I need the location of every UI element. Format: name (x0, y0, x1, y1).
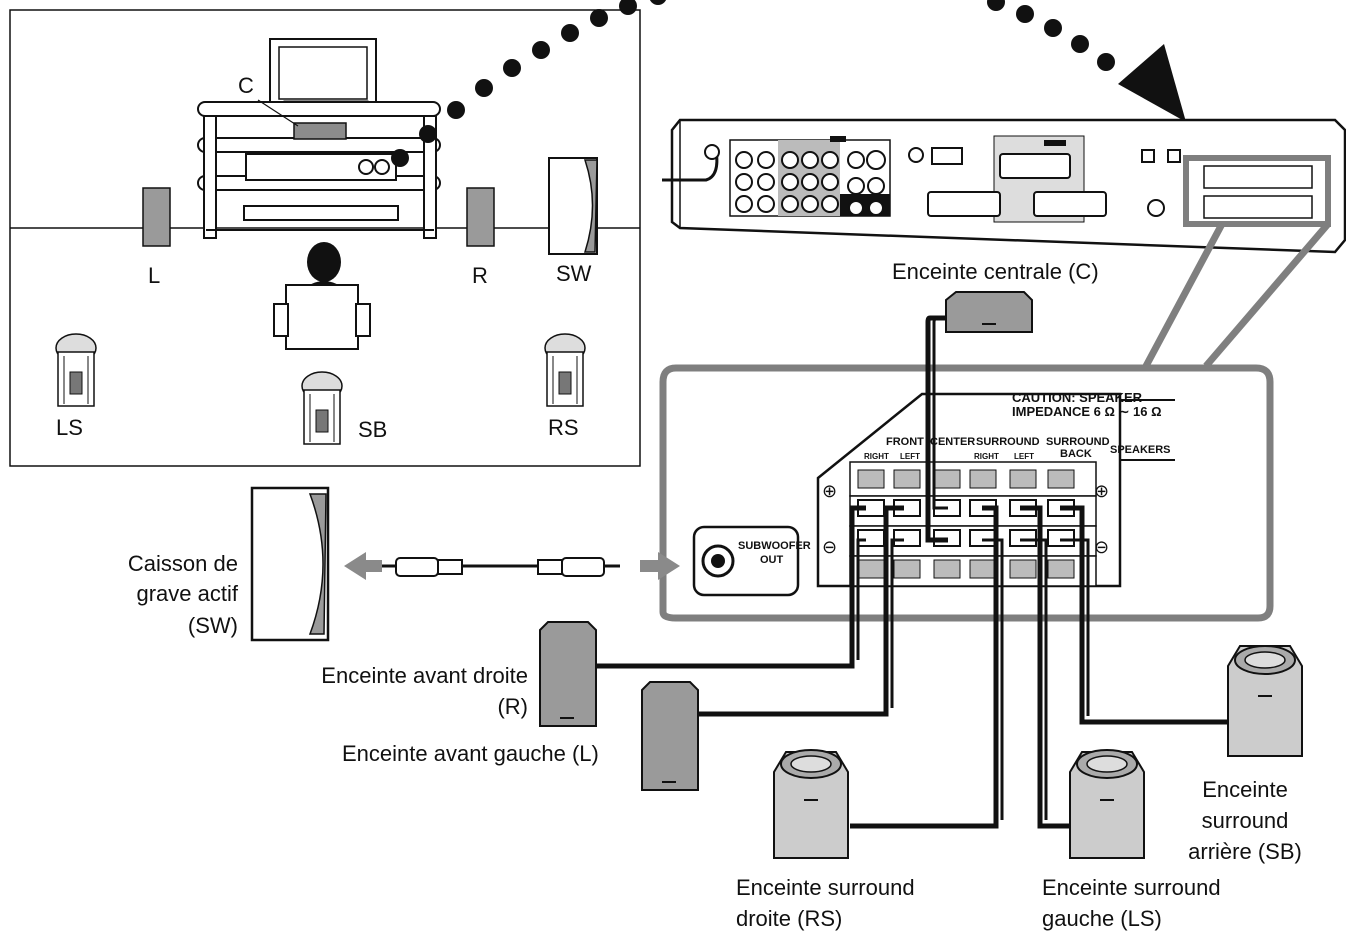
room-label-l: L (148, 263, 161, 288)
speaker-terminal-panel (692, 392, 1175, 597)
plus-icon-right: ⊕ (1094, 481, 1110, 501)
room-label-rs: RS (548, 415, 579, 440)
front-right-speaker (539, 621, 597, 727)
zoom-connector (659, 221, 1331, 622)
surround-back-speaker (1227, 645, 1303, 757)
tv-rack-icon (197, 101, 441, 239)
room-label-ls: LS (56, 415, 83, 440)
minus-icon: ⊖ (822, 537, 838, 557)
label-subwoofer-out-2: OUT (760, 554, 784, 566)
label-surround-right-1: Enceinte surround (736, 875, 915, 900)
label-surround-left-1: Enceinte surround (1042, 875, 1221, 900)
center-speaker-icon (293, 122, 347, 140)
label-front-right-2: (R) (497, 694, 528, 719)
label-surround-left-2: gauche (LS) (1042, 906, 1162, 931)
label-speakers: SPEAKERS (1110, 444, 1171, 456)
label-subwoofer-out-1: SUBWOOFER (738, 540, 811, 552)
label-surround-back-3: arrière (SB) (1188, 839, 1302, 864)
label-front: FRONT (886, 436, 924, 448)
label-subwoofer-1: Caisson de (127, 551, 238, 576)
label-surround-right-2: droite (RS) (736, 906, 843, 931)
subwoofer-cable (344, 552, 680, 580)
minus-icon-right: ⊖ (1094, 537, 1110, 557)
front-left-speaker (641, 681, 699, 791)
label-surround-back-1: Enceinte (1202, 777, 1288, 802)
label-front-left: LEFT (900, 452, 920, 461)
label-surround-back-2: BACK (1060, 448, 1092, 460)
label-surround-back-1: SURROUND (1046, 436, 1110, 448)
surround-left-speaker (1069, 749, 1145, 859)
room-label-r: R (472, 263, 488, 288)
subwoofer-speaker (250, 486, 330, 642)
label-front-left: Enceinte avant gauche (L) (342, 741, 599, 766)
front-left-speaker-icon (142, 187, 171, 247)
label-subwoofer-3: (SW) (187, 613, 238, 638)
caution-line-2: IMPEDANCE 6 Ω ∼ 16 Ω (1012, 404, 1162, 419)
label-front-right-1: Enceinte avant droite (321, 663, 528, 688)
room-label-sw: SW (556, 261, 592, 286)
room-layout-illustration (9, 9, 641, 467)
caution-line-1: CAUTION: SPEAKER (1012, 390, 1143, 405)
label-front-right: RIGHT (864, 452, 889, 461)
dotted-path-arrow (391, 0, 1186, 167)
subwoofer-icon (548, 157, 598, 255)
label-surround: SURROUND (976, 436, 1040, 448)
room-label-c: C (238, 73, 254, 98)
label-center: CENTER (930, 436, 976, 448)
surround-right-speaker-icon (544, 333, 586, 407)
center-speaker (945, 291, 1033, 333)
tv-icon (269, 38, 377, 108)
label-surround-back-2: surround (1201, 808, 1289, 833)
front-right-speaker-icon (466, 187, 495, 247)
room-label-sb: SB (358, 417, 388, 442)
surround-right-speaker (773, 749, 849, 859)
subwoofer-out-jack (692, 525, 800, 597)
label-subwoofer-2: grave actif (136, 581, 239, 606)
listener-icon (273, 242, 371, 350)
label-surround-left: LEFT (1014, 452, 1034, 461)
surround-left-speaker-icon (55, 333, 97, 407)
receiver-rear-panel (662, 118, 1346, 254)
surround-back-speaker-icon (301, 371, 343, 445)
plus-icon: ⊕ (822, 481, 838, 501)
label-center-speaker: Enceinte centrale (C) (892, 259, 1099, 284)
label-surround-right: RIGHT (974, 452, 999, 461)
